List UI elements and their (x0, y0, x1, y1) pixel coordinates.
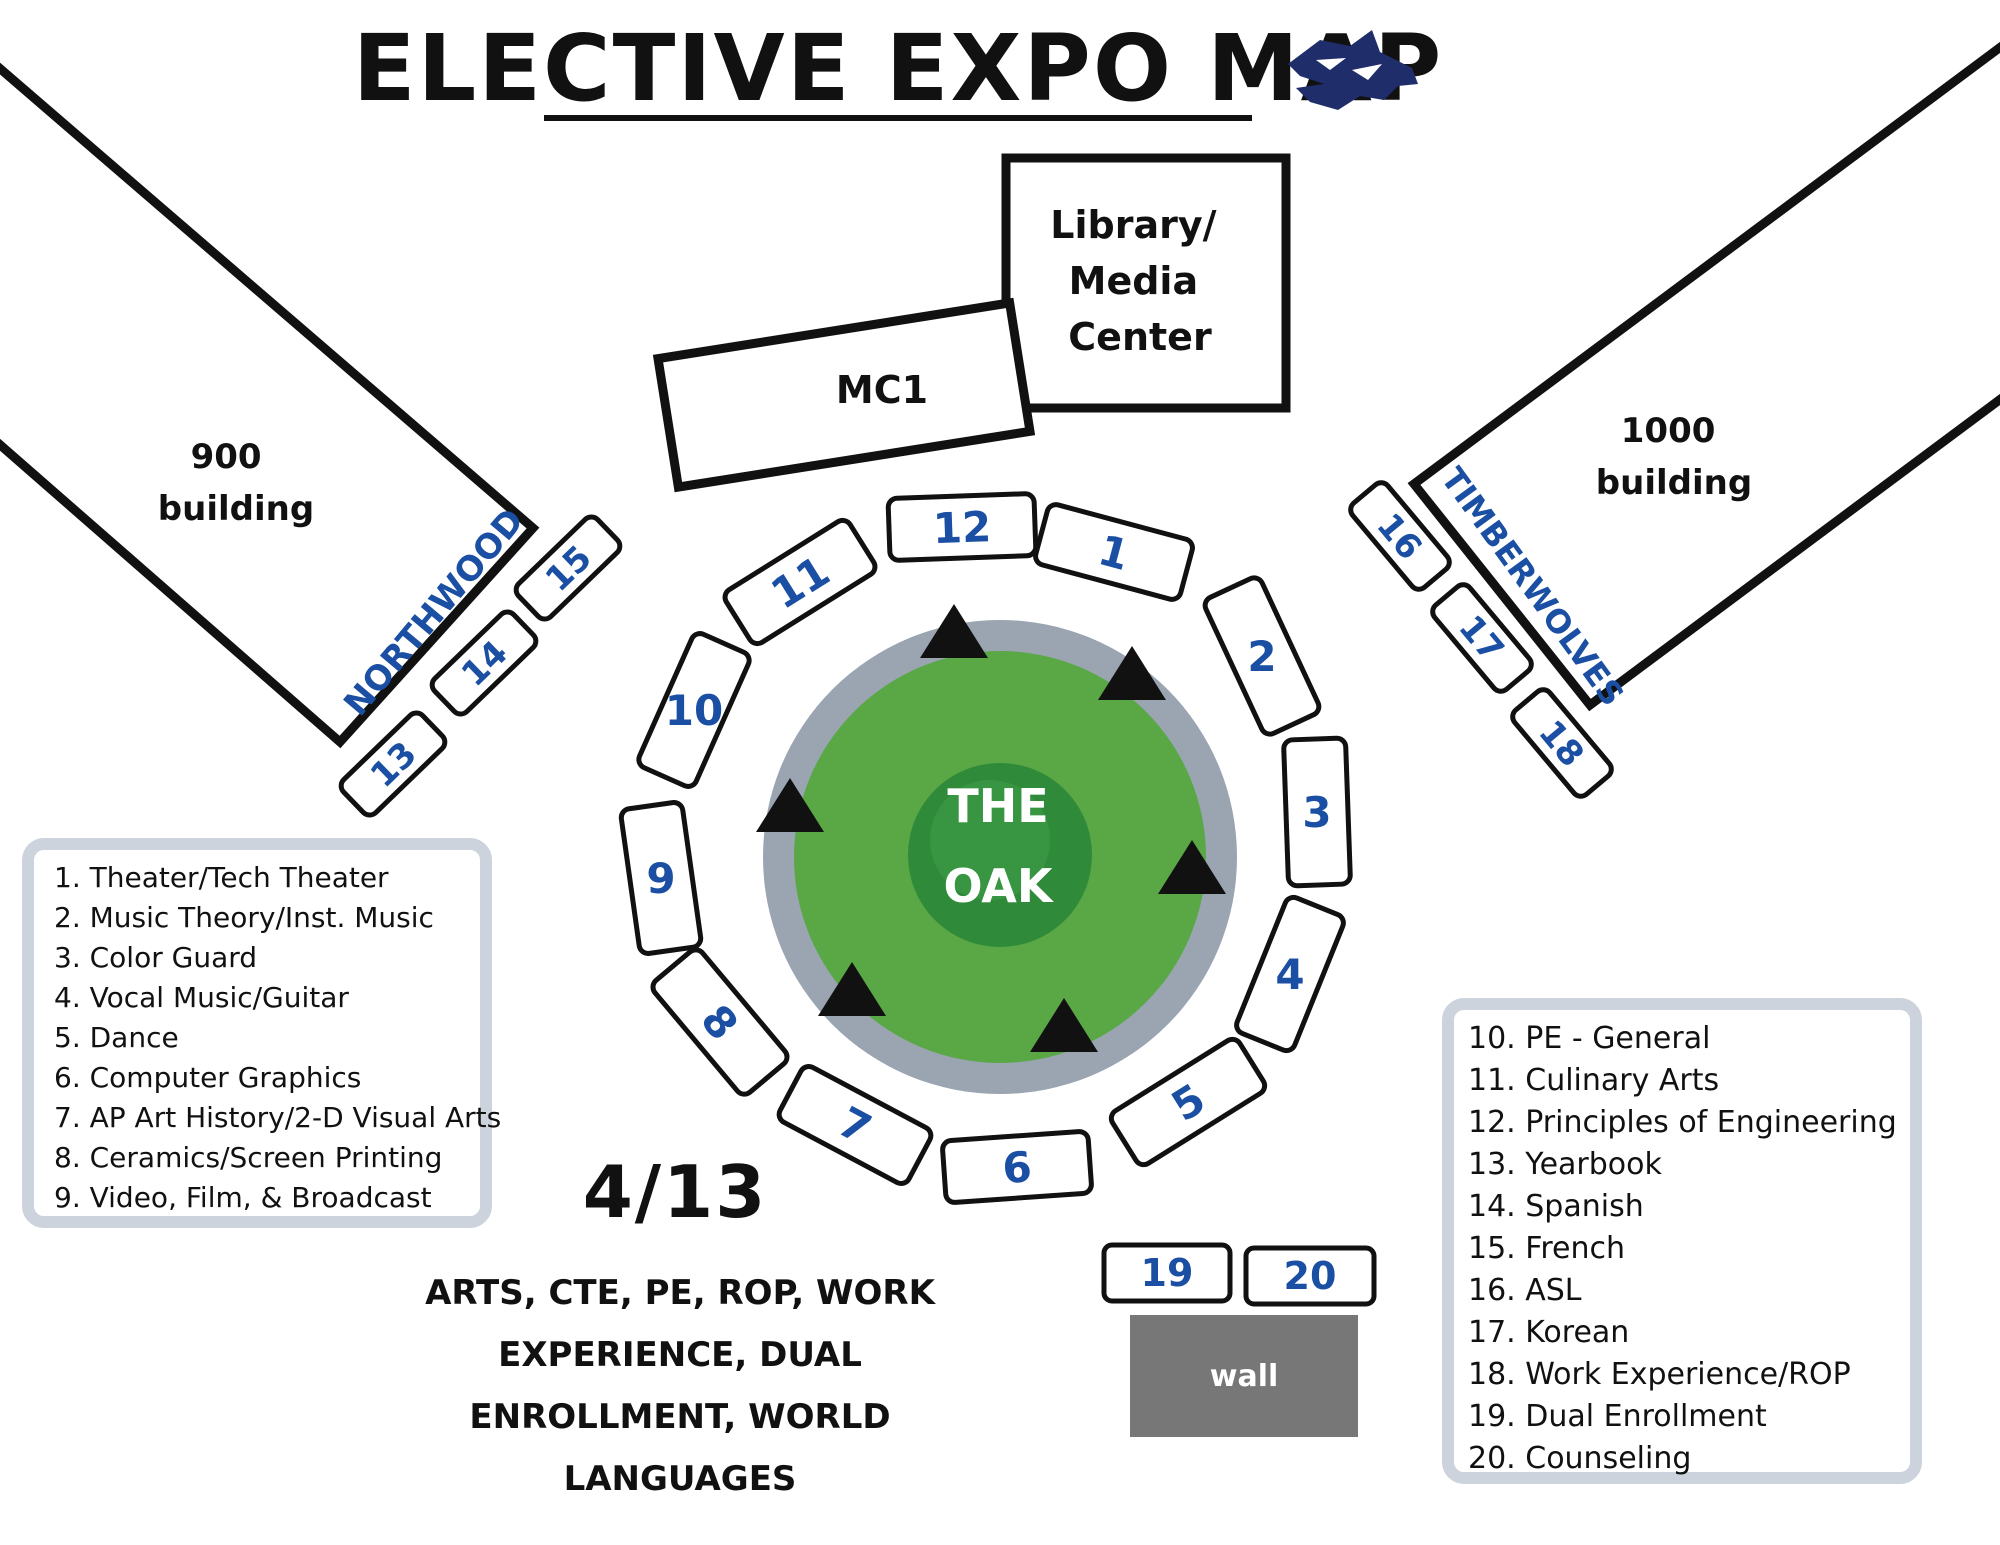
booth-1-box[interactable] (1033, 502, 1195, 602)
library-label: Library/ Media Center (1050, 203, 1229, 359)
building-1000 (1407, 41, 2000, 712)
booth-1[interactable]: 1 (1033, 502, 1195, 602)
triangle-marker-icon (920, 604, 988, 658)
legend-item: 8. Ceramics/Screen Printing (54, 1141, 443, 1174)
booth-10[interactable]: 10 (631, 629, 757, 792)
legend-item: 15. French (1468, 1231, 1625, 1266)
expo-categories: ARTS, CTE, PE, ROP, WORK EXPERIENCE, DUA… (425, 1273, 935, 1499)
legend-item: 5. Dance (54, 1021, 179, 1054)
booth-18[interactable]: 18 (1509, 686, 1615, 800)
booth-20-label: 20 (1284, 1254, 1337, 1298)
building-900 (0, 62, 540, 749)
legend-item: 9. Video, Film, & Broadcast (54, 1181, 432, 1214)
booth-10-label: 10 (665, 686, 723, 735)
booth-3-box[interactable] (1281, 735, 1353, 889)
booth-4-label: 4 (1275, 950, 1304, 999)
booth-4-box[interactable] (1234, 894, 1346, 1054)
triangle-marker-icon (818, 962, 886, 1016)
triangle-markers (756, 604, 1226, 1052)
booth-6[interactable]: 6 (940, 1129, 1094, 1205)
legend-booths-10-20: 10. PE - General 11. Culinary Arts 12. Pri… (1442, 998, 1922, 1484)
booth-9-label: 9 (646, 854, 675, 903)
building-900-label: 900 building (158, 437, 314, 529)
booth-11[interactable]: 11 (722, 517, 879, 647)
legend-booths-1-9: 1. Theater/Tech Theater 2. Music Theory/I… (22, 838, 502, 1228)
legend-item: 11. Culinary Arts (1468, 1063, 1720, 1098)
booth-5-box[interactable] (1108, 1036, 1268, 1168)
mc1-building (652, 297, 1036, 493)
booth-15-box[interactable] (512, 513, 623, 623)
booth-9[interactable]: 9 (618, 800, 704, 956)
legend-item: 19. Dual Enrollment (1468, 1399, 1767, 1434)
booth-12-label: 12 (932, 502, 992, 553)
wall-block: wall (1130, 1315, 1358, 1437)
legend-item: 10. PE - General (1468, 1021, 1711, 1056)
booth-20[interactable]: 20 (1243, 1245, 1377, 1307)
legend-item: 18. Work Experience/ROP (1468, 1357, 1851, 1392)
library-media-center (1001, 153, 1291, 413)
legend-item: 7. AP Art History/2-D Visual Arts (54, 1101, 502, 1134)
booth-13[interactable]: 13 (337, 709, 448, 819)
booth-16-box[interactable] (1347, 479, 1453, 593)
booth-2-box[interactable] (1202, 575, 1322, 737)
booth-17-box[interactable] (1429, 581, 1535, 695)
oak-label-line2: OAK (943, 859, 1054, 913)
wall-label: wall (1209, 1358, 1279, 1394)
booth-19-label: 19 (1141, 1251, 1194, 1295)
map-title: ELECTIVE EXPO MAP (353, 15, 1444, 122)
booth-4[interactable]: 4 (1234, 894, 1346, 1054)
legend-item: 20. Counseling (1468, 1441, 1692, 1476)
legend-item: 17. Korean (1468, 1315, 1630, 1350)
legend-item: 1. Theater/Tech Theater (54, 861, 389, 894)
legend-item: 3. Color Guard (54, 941, 258, 974)
booth-8-box[interactable] (649, 946, 790, 1098)
booth-10-box[interactable] (636, 631, 752, 790)
booth-9-box[interactable] (618, 800, 704, 956)
legend-item: 4. Vocal Music/Guitar (54, 981, 349, 1014)
booth-19[interactable]: 19 (1101, 1242, 1233, 1304)
legend-item: 2. Music Theory/Inst. Music (54, 901, 434, 934)
legend-item: 16. ASL (1468, 1273, 1582, 1308)
booth-11-box[interactable] (722, 517, 879, 647)
booth-3[interactable]: 3 (1281, 735, 1353, 889)
booth-7-box[interactable] (776, 1063, 934, 1186)
wolf-head-icon (1288, 30, 1418, 110)
booth-14-box[interactable] (428, 608, 539, 718)
legend-item: 14. Spanish (1468, 1189, 1644, 1224)
legend-item: 6. Computer Graphics (54, 1061, 362, 1094)
expo-date: 4/13 (582, 1150, 768, 1234)
booth-12-box[interactable] (885, 491, 1039, 563)
mc1-label: MC1 (836, 368, 928, 412)
booth-3-label: 3 (1302, 788, 1331, 837)
booth-12[interactable]: 12 (885, 491, 1039, 563)
booth-16[interactable]: 16 (1347, 479, 1453, 593)
legend-item: 13. Yearbook (1468, 1147, 1662, 1182)
triangle-marker-icon (1098, 646, 1166, 700)
booth-7[interactable]: 7 (776, 1063, 934, 1186)
booth-8[interactable]: 8 (649, 946, 790, 1098)
booth-2-label: 2 (1247, 632, 1276, 681)
building-1000-label: 1000 building (1596, 411, 1752, 503)
triangle-marker-icon (1030, 998, 1098, 1052)
booth-6-label: 6 (1001, 1142, 1034, 1193)
triangle-marker-icon (756, 778, 824, 832)
legend-item: 12. Principles of Engineering (1468, 1105, 1897, 1140)
triangle-marker-icon (1158, 840, 1226, 894)
oak-canopy (930, 780, 1050, 900)
oak-label-line1: THE (947, 779, 1048, 833)
booth-6-box[interactable] (940, 1129, 1094, 1205)
booth-13-box[interactable] (337, 709, 448, 819)
booth-18-box[interactable] (1509, 686, 1615, 800)
booth-5[interactable]: 5 (1108, 1036, 1268, 1168)
booth-2[interactable]: 2 (1202, 575, 1322, 737)
